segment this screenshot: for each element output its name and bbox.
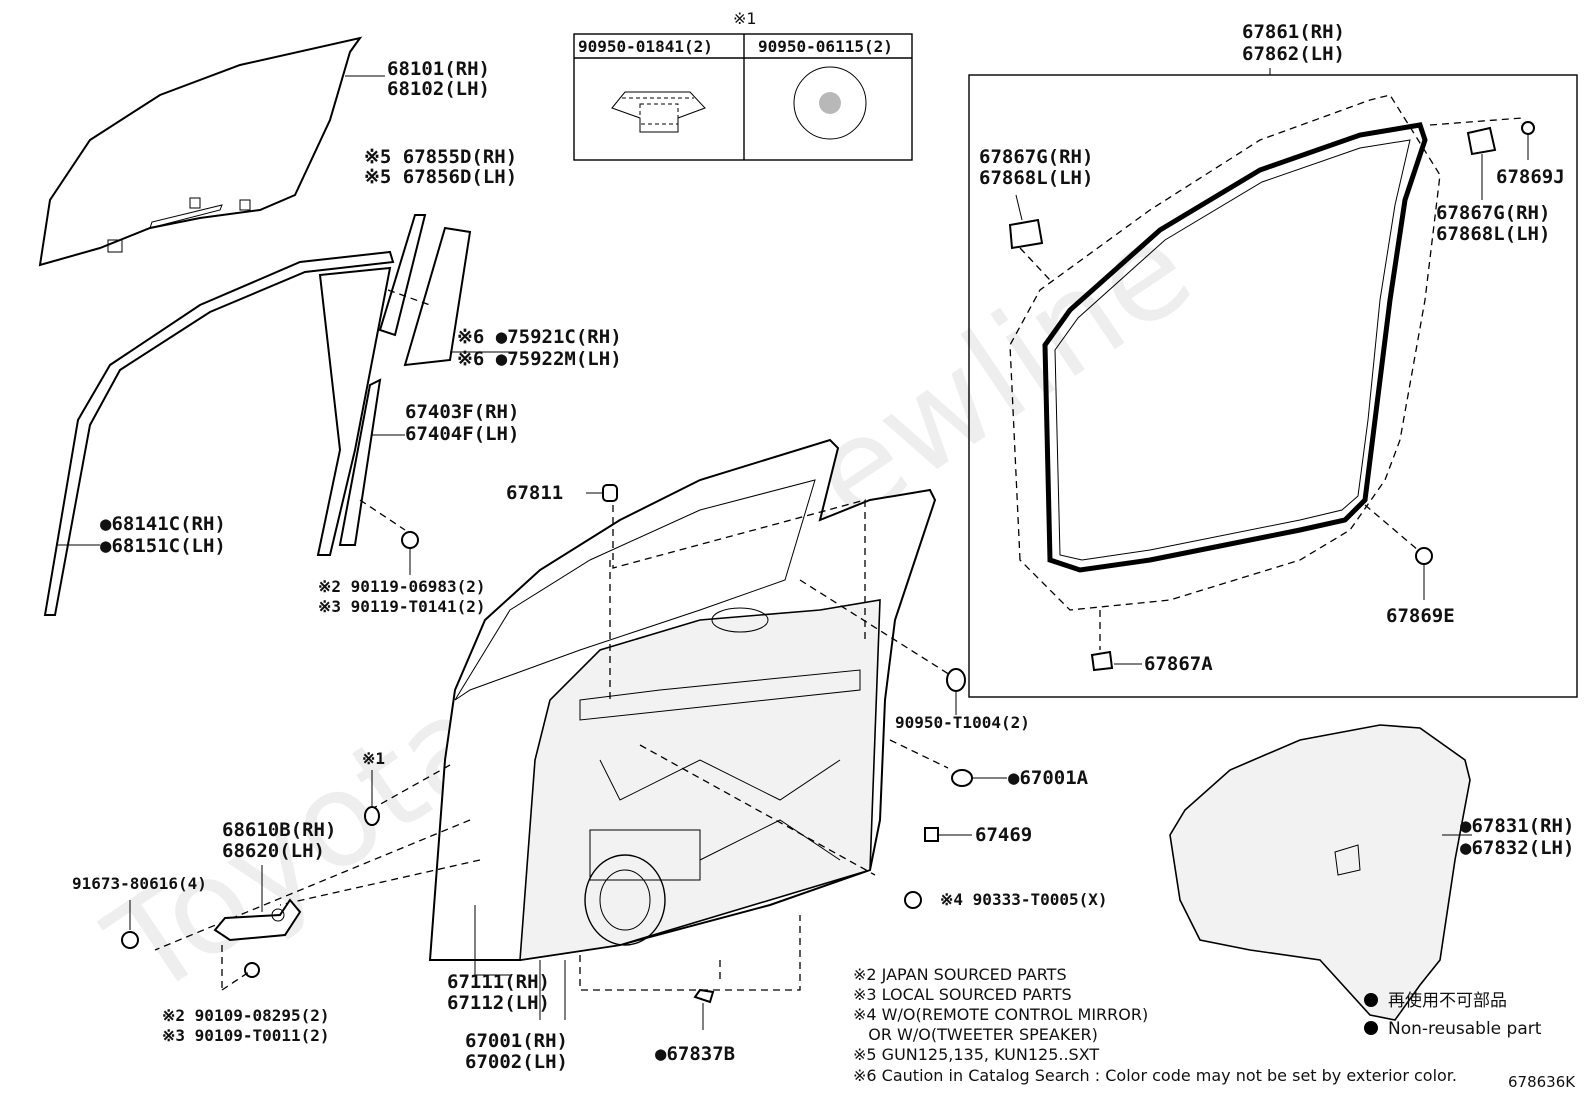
- note-4: ※4 W/O(REMOTE CONTROL MIRROR): [853, 1005, 1148, 1024]
- diagram-code: 678636K: [1508, 1073, 1576, 1091]
- label-67867g-right: 67867G(RH): [1436, 202, 1550, 224]
- label-68151c: ●68151C(LH): [100, 535, 226, 557]
- legend: 再使用不可部品 Non-reusable part: [1364, 990, 1542, 1039]
- label-67832: ●67832(LH): [1460, 837, 1574, 859]
- label-90119-t0141: ※3 90119-T0141(2): [318, 597, 486, 616]
- label-68610b: 68610B(RH): [222, 819, 336, 841]
- label-67861: 67861(RH): [1242, 21, 1345, 43]
- run-channel-part: [43, 250, 395, 616]
- label-75922m: ※6 ●75922M(LH): [457, 348, 622, 370]
- assembly-guide-lines: [154, 499, 956, 991]
- bolt-91673-icon: [121, 931, 139, 949]
- label-67862: 67862(LH): [1242, 43, 1345, 65]
- label-68620: 68620(LH): [222, 840, 325, 862]
- clip-icon: [611, 91, 706, 133]
- note-5: ※5 GUN125,135, KUN125..SXT: [853, 1045, 1099, 1064]
- label-90109-t0011: ※3 90109-T0011(2): [162, 1026, 330, 1045]
- label-67001a: ●67001A: [1008, 767, 1089, 789]
- label-67855d: ※5 67855D(RH): [364, 146, 517, 168]
- label-91673-80616: 91673-80616(4): [72, 874, 207, 893]
- bumper-67811-icon: [602, 484, 618, 502]
- inset-col2-label: 90950-06115(2): [758, 37, 893, 56]
- note-2: ※2 JAPAN SOURCED PARTS: [853, 965, 1067, 984]
- clip-67867g-left-icon: [1008, 218, 1044, 250]
- label-67867a: 67867A: [1144, 653, 1213, 675]
- legend-en: Non-reusable part: [1388, 1019, 1542, 1039]
- label-67868l-left: 67868L(LH): [979, 167, 1093, 189]
- inset-box: ※1 90950-01841(2) 90950-06115(2): [573, 9, 913, 161]
- label-67831: ●67831(RH): [1460, 815, 1574, 837]
- pillar-garnish-part: [378, 214, 472, 367]
- label-67002: 67002(LH): [465, 1051, 568, 1073]
- label-67868l-right: 67868L(LH): [1436, 223, 1550, 245]
- front-door-assembly: [428, 438, 937, 961]
- label-67111: 67111(RH): [447, 971, 550, 993]
- label-67469: 67469: [975, 824, 1032, 846]
- part-labels: 68101(RH) 68102(LH) ※5 67855D(RH) ※5 678…: [72, 21, 1574, 1073]
- clip-x1-icon: [364, 806, 380, 826]
- hole-plug-90333-icon: [904, 891, 922, 909]
- clip-67867a-icon: [1090, 650, 1114, 672]
- clip-67837b-icon: [693, 988, 715, 1004]
- label-67837b: ●67837B: [655, 1043, 735, 1065]
- label-90109-08295: ※2 90109-08295(2): [162, 1006, 330, 1025]
- label-67001: 67001(RH): [465, 1030, 568, 1052]
- label-67869j: 67869J: [1496, 166, 1565, 188]
- footnotes: ※2 JAPAN SOURCED PARTS ※3 LOCAL SOURCED …: [853, 965, 1457, 1085]
- clip-67869j-icon: [1521, 121, 1535, 135]
- label-90950-t1004: 90950-T1004(2): [895, 713, 1030, 732]
- note-3: ※3 LOCAL SOURCED PARTS: [853, 985, 1072, 1004]
- door-glass-part: [38, 36, 363, 267]
- label-x1: ※1: [362, 749, 385, 768]
- stopper-67001a-icon: [951, 769, 973, 787]
- label-68102: 68102(LH): [387, 78, 490, 100]
- label-68101: 68101(RH): [387, 58, 490, 80]
- label-67112: 67112(LH): [447, 992, 550, 1014]
- label-67869e: 67869E: [1386, 605, 1455, 627]
- note-6: ※6 Caution in Catalog Search : Color cod…: [853, 1066, 1457, 1085]
- cushion-67469-icon: [924, 827, 939, 842]
- label-67404f: 67404F(LH): [405, 423, 519, 445]
- label-67856d: ※5 67856D(LH): [364, 166, 517, 188]
- legend-jp: 再使用不可部品: [1388, 990, 1507, 1011]
- label-90333-t0005: ※4 90333-T0005(X): [940, 890, 1108, 909]
- label-68141c: ●68141C(RH): [100, 513, 226, 535]
- inset-marker: ※1: [733, 9, 757, 28]
- clip-67869e-icon: [1415, 547, 1433, 565]
- note-4b: OR W/O(TWEETER SPEAKER): [853, 1025, 1098, 1044]
- bolt-icon: [401, 531, 419, 549]
- service-hole-cover-part: [1169, 724, 1471, 1021]
- weatherstrip-box: [968, 68, 1578, 698]
- label-67403f: 67403F(RH): [405, 401, 519, 423]
- legend-bullet-icon: [1364, 993, 1378, 1007]
- label-67811: 67811: [506, 482, 563, 504]
- label-75921c: ※6 ●75921C(RH): [457, 326, 622, 348]
- label-67867g-left: 67867G(RH): [979, 146, 1093, 168]
- label-90119-06983: ※2 90119-06983(2): [318, 577, 486, 596]
- plug-90950-icon: [946, 668, 966, 692]
- plug-icon: [793, 66, 867, 140]
- inset-col1-label: 90950-01841(2): [578, 37, 713, 56]
- division-bar-part: [338, 378, 382, 546]
- legend-bullet-icon-2: [1364, 1021, 1378, 1035]
- clip-67867g-right-icon: [1466, 126, 1497, 156]
- hinge-part: [213, 898, 302, 942]
